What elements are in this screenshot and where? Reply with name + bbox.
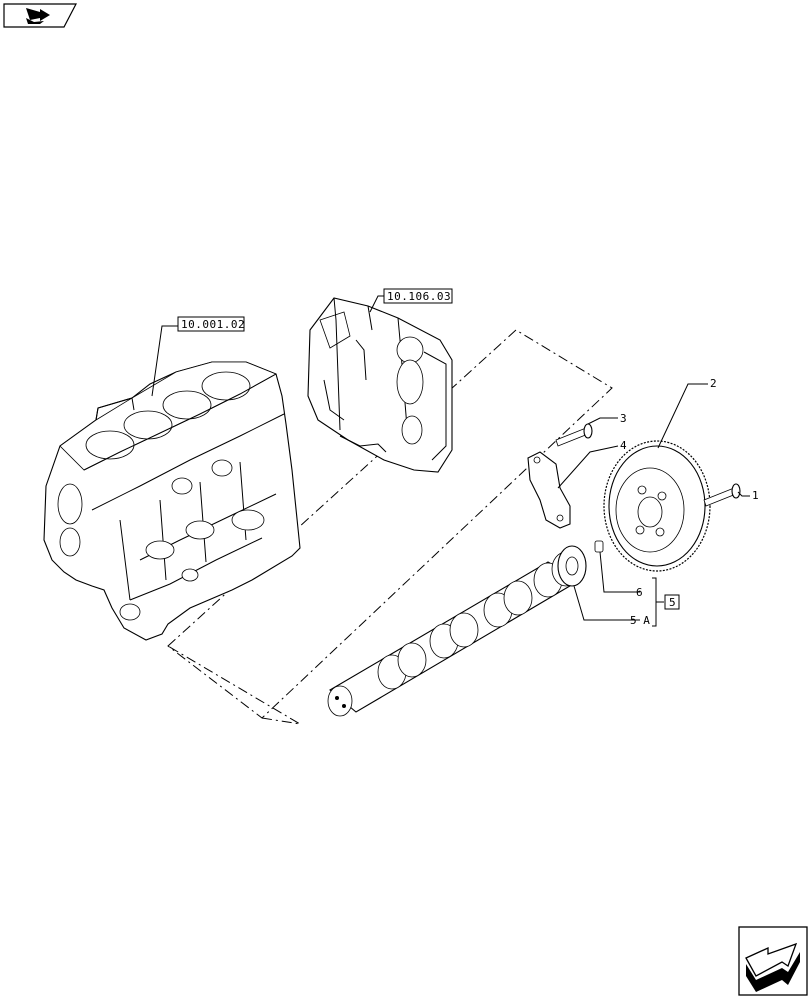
thrust-plate xyxy=(527,451,571,529)
callout-3: 3 xyxy=(620,412,627,425)
callout-2: 2 xyxy=(710,377,717,390)
callout-6: 6 xyxy=(636,586,643,599)
assembly-dash-line xyxy=(167,329,613,725)
callout-4: 4 xyxy=(620,439,627,452)
callout-1: 1 xyxy=(752,489,759,502)
next-page-arrow-icon[interactable] xyxy=(738,926,808,996)
camshaft xyxy=(327,545,587,717)
ref-box-cover[interactable]: 10.106.03 xyxy=(383,288,453,304)
engine-block xyxy=(43,361,301,641)
bolt-1 xyxy=(703,483,741,507)
bolt-3 xyxy=(555,423,593,447)
previous-page-arrow-icon[interactable] xyxy=(3,3,77,28)
callout-5a: 5 A xyxy=(630,614,650,627)
timing-housing xyxy=(307,297,453,473)
dowel-pin xyxy=(594,540,604,553)
camshaft-gear xyxy=(603,440,711,572)
ref-label-cover: 10.106.03 xyxy=(387,290,451,303)
callout-5-box: 5 xyxy=(664,594,680,610)
leader-lines xyxy=(151,295,750,627)
callout-5: 5 xyxy=(669,596,676,609)
ref-label-block: 10.001.02 xyxy=(181,318,245,331)
ref-box-block[interactable]: 10.001.02 xyxy=(177,316,245,332)
